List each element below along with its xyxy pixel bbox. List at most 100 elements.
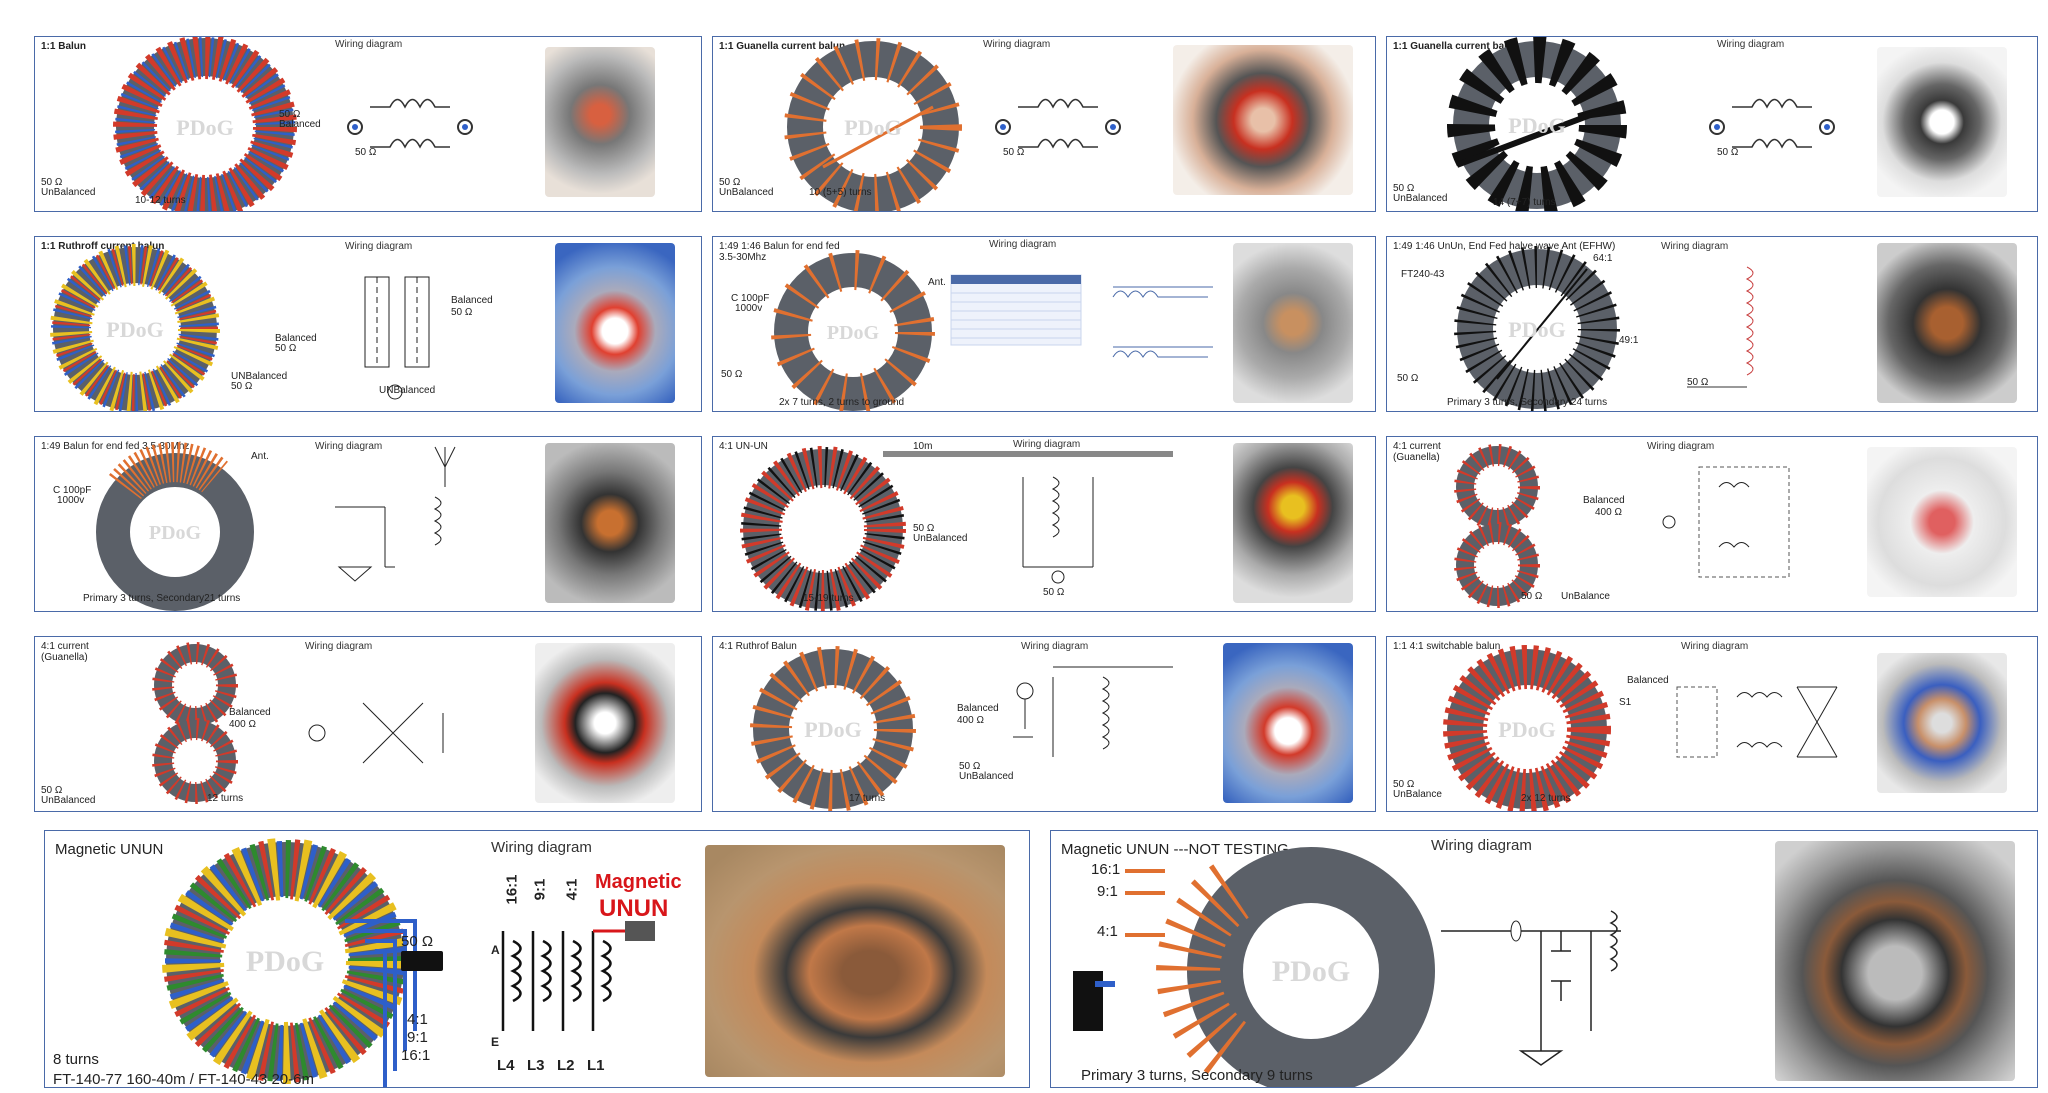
label-capacitor: C 100pF [53,485,92,496]
node-a: A [491,943,500,957]
label-unbalanced: UnBalanced [913,533,968,544]
label-50ohm-unbalanced: 50 Ω [41,177,63,188]
balun-photo [1233,243,1353,403]
coax-connector [401,951,443,971]
panel-title: 1:49 1:46 UnUn, End Fed halve wave Ant (… [1393,241,1616,252]
label-ratio-16: 16:1 [401,1047,431,1064]
balun-photo [1877,243,2017,403]
core-logo: PDoG [827,322,880,344]
label-ant: Ant. [928,277,946,288]
balun-photo [1867,447,2017,597]
toroid-core [152,642,238,804]
panel-title: 1:1 Ruthroff current balun [41,241,165,252]
core-logo: PDoG [1498,717,1555,742]
balun-photo [1173,45,1353,195]
toroid-core: PDoG [1454,246,1620,411]
wiring-label: Wiring diagram [315,441,383,452]
wiring-schematic [1662,466,1790,578]
wiring-label: Wiring diagram [345,241,413,252]
label-50ohm: 50 Ω [1397,373,1419,384]
wiring-label: Wiring diagram [491,839,592,856]
coil-l4: L4 [497,1057,515,1074]
label-unbalanced: UnBalanced [719,187,774,198]
label-50ohm-schematic: 50 Ω [1043,587,1065,598]
label-50ohm-schematic: 50 Ω [1003,147,1025,158]
label-400ohm: 400 Ω [229,719,256,730]
label-voltage: 1000v [735,303,763,314]
wiring-schematic [1709,98,1835,149]
wiring-label: Wiring diagram [305,641,373,652]
wiring-label: Wiring diagram [1013,439,1081,450]
label-ratio-9: 9:1 [407,1029,428,1046]
coil-l3: L3 [527,1057,545,1074]
toroid-core: PDoG [162,838,408,1084]
wiring-schematic [1687,266,1754,388]
label-balanced: Balanced [279,119,321,130]
unun-photo [1775,841,2015,1081]
label-50ohm-unbalanced: 50 Ω [231,381,253,392]
panel-endfed-balun: 1:49 1:46 Balun for end fed 3.5-30Mhz PD… [712,236,1376,412]
core-logo: PDoG [106,317,163,342]
wiring-schematic [364,276,430,400]
wiring-schematic [347,98,473,149]
wiring-label: Wiring diagram [1431,837,1532,854]
wiring-schematic [335,446,456,582]
toroid-core: PDoG [1447,37,1627,211]
wiring-schematic [308,702,444,764]
wiring-label: Wiring diagram [1021,641,1089,652]
heading-magnetic: Magnetic [595,871,682,893]
core-logo: PDoG [1272,955,1350,988]
balun-photo [535,643,675,803]
label-unbalanced: UnBalanced [41,795,96,806]
panel-4-1-unun: 4:1 UN-UN Wiring diagram 10m 50 Ω UnBala… [712,436,1376,612]
label-ant: Ant. [251,451,269,462]
label-turns: 10-12 turns [135,195,186,206]
wiring-label: Wiring diagram [335,39,403,50]
label-turns: 2x 7 turns, 2 turns to ground [779,397,905,408]
label-50ohm-balanced: 50 Ω [279,109,301,120]
balun-photo [1877,653,2007,793]
balun-photo [555,243,675,403]
balun-photo [1223,643,1353,803]
label-50ohm-schematic: 50 Ω [1687,377,1709,388]
label-capacitor: C 100pF [731,293,770,304]
label-unbalanced: UnBalanced [41,187,96,198]
label-balanced: Balanced [957,703,999,714]
toroid-core: PDoG [750,646,916,811]
label-turns: 2x 12 turns [1521,793,1571,804]
label-50ohm: 50 Ω [719,177,741,188]
wiring-schematic [1676,686,1838,758]
label-ratio-16: 16:1 [1091,861,1121,878]
coil-l2: L2 [557,1057,575,1074]
panel-title: 4:1 Ruthrof Balun [719,641,797,652]
label-voltage: 1000v [57,495,85,506]
panel-1-1-balun: 1:1 Balun PDoG Wiring diagram 50 Ω Balan… [34,36,702,212]
label-turns: 15-19 turns [803,593,854,604]
label-50ohm: 50 Ω [1393,183,1415,194]
panel-title: Magnetic UNUN ---NOT TESTING [1061,841,1289,858]
node-e: E [491,1035,500,1049]
label-balanced: Balanced [229,707,271,718]
panel-efhw-unun: 1:49 1:46 UnUn, End Fed halve wave Ant (… [1386,236,2038,412]
toroid-core: PDoG [1156,847,1435,1087]
label-ratio-4: 4:1 [1097,923,1118,940]
label-unbalanced-schematic: UNBalanced [379,385,436,396]
label-50ohm: 50 Ω [959,761,981,772]
wiring-schematic [1441,910,1621,1066]
label-ratio-64: 64:1 [1593,253,1613,264]
label-50ohm-schematic: 50 Ω [1717,147,1739,158]
panel-endfed-balun-2: 1:49 Balun for end fed 3.5-30Mhz PDoG Wi… [34,436,702,612]
label-50ohm: 50 Ω [401,933,434,950]
antenna-wire [883,451,1173,457]
core-logo: PDoG [804,717,861,742]
label-50ohm-schematic: 50 Ω [355,147,377,158]
toroid-core [740,446,906,611]
core-logo: PDoG [149,522,202,544]
core-logo: PDoG [844,115,901,140]
panel-ruthroff: 1:1 Ruthroff current balun PDoG Wiring d… [34,236,702,412]
label-unbalance: UnBalance [1393,789,1442,800]
label-50ohm: 50 Ω [1393,779,1415,790]
label-turns: Primary 3 turns, Secondary 9 turns [1081,1067,1313,1084]
panel-guanella-2: 1:1 Guanella current balun PDoG Wiring d… [1386,36,2038,212]
label-turns: 8 turns [53,1051,99,1068]
